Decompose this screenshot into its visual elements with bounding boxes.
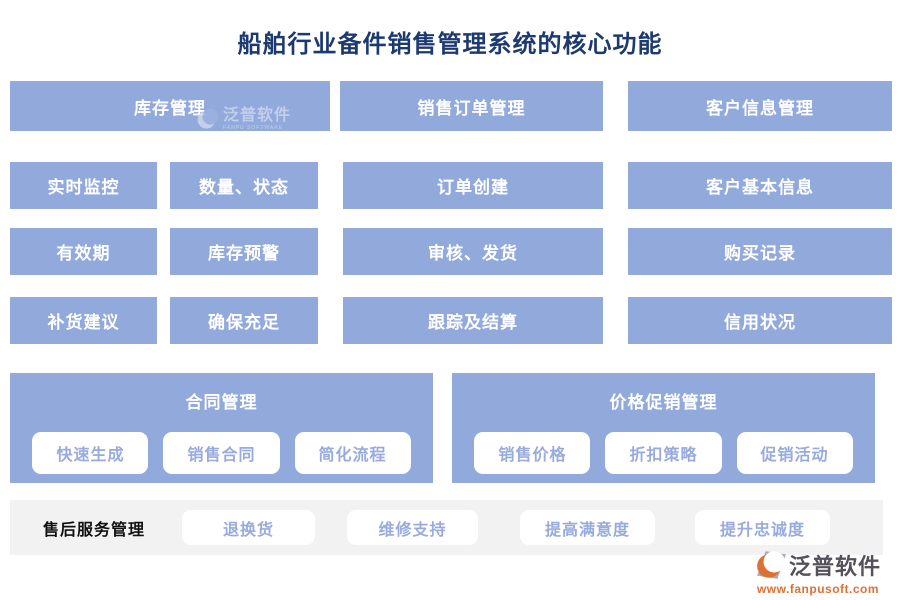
footer-brand: 泛普软件 www.fanpusoft.com bbox=[742, 549, 894, 596]
cell-realtime-monitoring: 实时监控 bbox=[10, 162, 157, 209]
aftersales-label: 售后服务管理 bbox=[43, 521, 146, 539]
fanpu-logo-url: www.fanpusoft.com bbox=[756, 582, 880, 596]
fanpu-logo-icon bbox=[757, 551, 786, 579]
page-title: 船舶行业备件销售管理系统的核心功能 bbox=[237, 31, 663, 58]
cell-quantity-status: 数量、状态 bbox=[170, 162, 318, 209]
fanpu-logo-name: 泛普软件 bbox=[788, 554, 881, 579]
pill-returns-exchange: 退换货 bbox=[182, 510, 315, 545]
cell-customer-basic-info: 客户基本信息 bbox=[628, 162, 892, 209]
contract-section-title: 合同管理 bbox=[185, 393, 258, 412]
pricing-section-title: 价格促销管理 bbox=[609, 393, 718, 412]
pill-quick-generation: 快速生成 bbox=[32, 432, 149, 474]
cell-restock-suggestion: 补货建议 bbox=[10, 297, 157, 344]
aftersales-service-bar: 售后服务管理 退换货 维修支持 提高满意度 提升忠诚度 bbox=[10, 500, 883, 555]
cell-tracking-settlement: 跟踪及结算 bbox=[343, 297, 603, 344]
pill-improve-satisfaction: 提高满意度 bbox=[520, 510, 655, 545]
header-sales-order-management: 销售订单管理 bbox=[340, 81, 603, 131]
pill-discount-strategy: 折扣策略 bbox=[605, 432, 722, 474]
pill-simplified-process: 简化流程 bbox=[294, 432, 411, 474]
cell-order-creation: 订单创建 bbox=[343, 162, 603, 209]
pill-sales-price: 销售价格 bbox=[474, 432, 591, 474]
cell-review-shipping: 审核、发货 bbox=[343, 228, 603, 275]
cell-credit-status: 信用状况 bbox=[628, 297, 892, 344]
section-price-promotion-management: 价格促销管理 销售价格 折扣策略 促销活动 bbox=[452, 373, 875, 483]
pill-boost-loyalty: 提升忠诚度 bbox=[695, 510, 830, 545]
cell-purchase-records: 购买记录 bbox=[628, 228, 892, 275]
cell-stock-warning: 库存预警 bbox=[170, 228, 318, 275]
cell-validity-period: 有效期 bbox=[10, 228, 157, 275]
header-customer-info-management: 客户信息管理 bbox=[628, 81, 892, 131]
pill-sales-contract: 销售合同 bbox=[163, 432, 280, 474]
pill-repair-support: 维修支持 bbox=[347, 510, 478, 545]
pill-promotion-activity: 促销活动 bbox=[736, 432, 853, 474]
section-contract-management: 合同管理 快速生成 销售合同 简化流程 bbox=[10, 373, 433, 483]
cell-ensure-sufficiency: 确保充足 bbox=[170, 297, 318, 344]
header-inventory-management: 库存管理 bbox=[10, 81, 330, 131]
